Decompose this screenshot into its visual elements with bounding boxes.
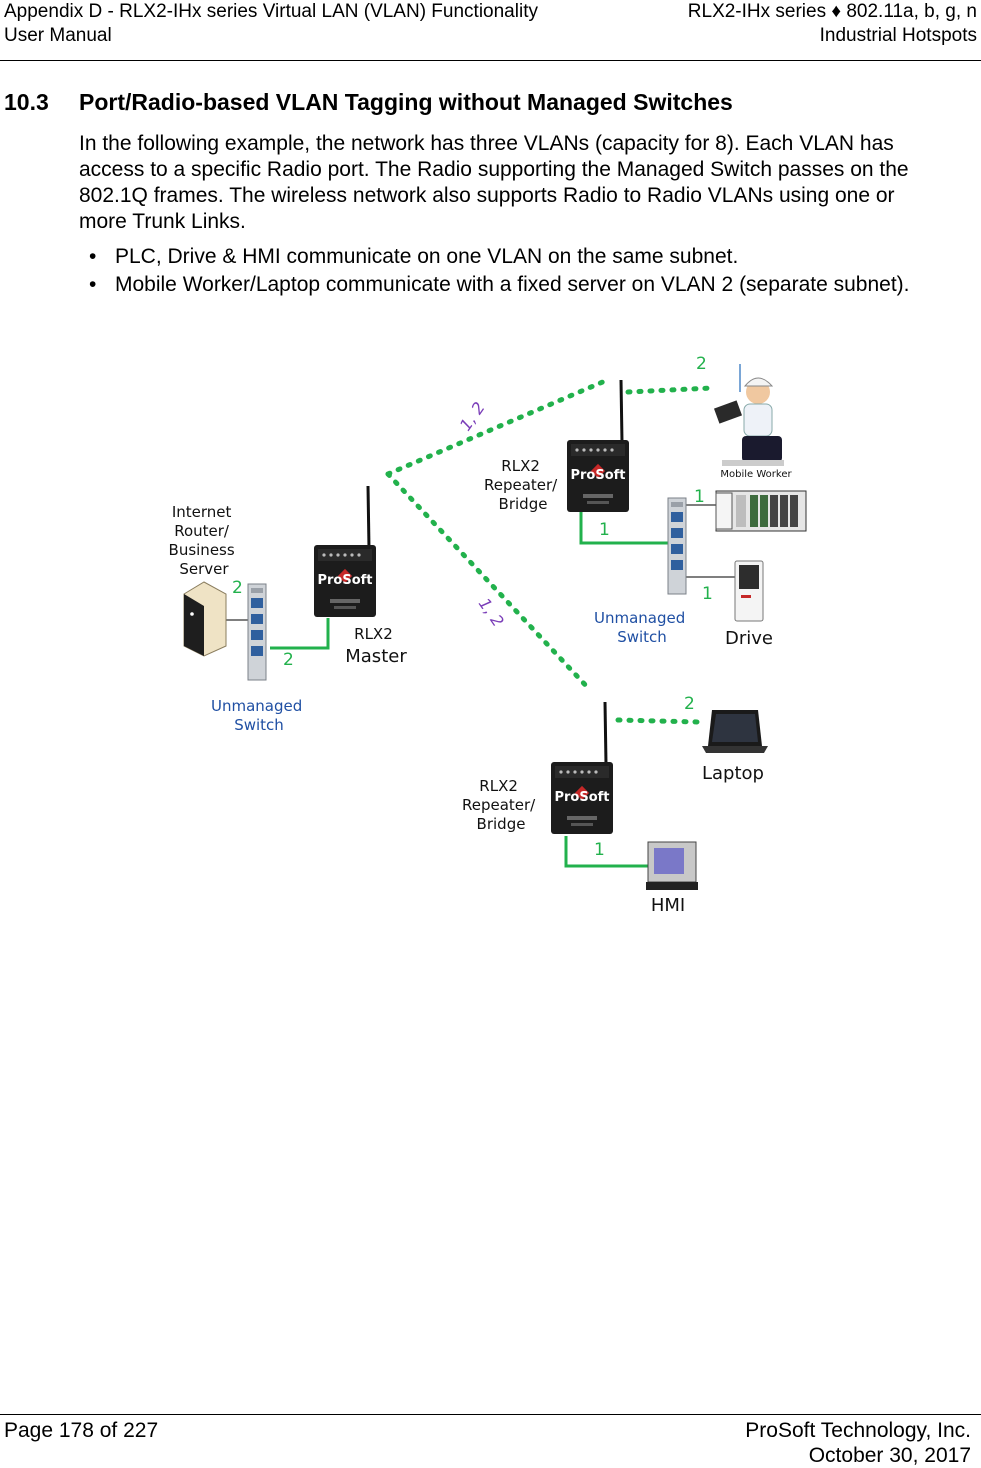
drive-label: Drive	[725, 628, 773, 649]
bullet-text: PLC, Drive & HMI communicate on one VLAN…	[115, 245, 739, 268]
port-label-mobile: 2	[696, 354, 707, 374]
port-label-laptop: 2	[684, 694, 695, 714]
footer-page-number: Page 178 of 227	[4, 1419, 159, 1442]
header-doc-type: User Manual	[4, 25, 112, 46]
port-label-repeater-top: 1	[599, 520, 610, 540]
header-product: RLX2-IHx series ♦ 802.11a, b, g, n	[687, 1, 977, 22]
laptop-label: Laptop	[702, 763, 764, 784]
svg-text:ProSoft: ProSoft	[317, 573, 372, 588]
switch-right-label: Unmanaged Switch	[594, 609, 690, 646]
switch-left-label: Unmanaged Switch	[211, 697, 307, 734]
repeater-top-label: RLX2 Repeater/ Bridge	[484, 457, 562, 513]
server-icon	[183, 581, 227, 657]
section-title: Port/Radio-based VLAN Tagging without Ma…	[79, 89, 733, 115]
wired-link-repeater-bottom-hmi	[564, 836, 648, 868]
bullet-dot: •	[89, 245, 97, 268]
section-number: 10.3	[4, 89, 49, 115]
footer-divider	[0, 1414, 981, 1415]
port-label-hmi: 1	[594, 840, 605, 860]
port-label-server: 2	[232, 578, 243, 598]
wired-link-left-switch-master	[270, 618, 330, 650]
port-label-plc: 1	[694, 487, 705, 507]
footer-date: October 30, 2017	[808, 1444, 971, 1467]
svg-text:ProSoft: ProSoft	[570, 468, 625, 483]
server-label: Internet Router/ Business Server	[169, 503, 240, 578]
intro-paragraph: In the following example, the network ha…	[79, 132, 909, 233]
svg-text:ProSoft: ProSoft	[554, 790, 609, 805]
header-divider	[0, 60, 981, 61]
trunk-bottom-label: 1, 2	[475, 594, 508, 630]
port-label-master: 2	[283, 650, 294, 670]
mobile-worker-icon	[713, 364, 784, 466]
master-label: RLX2 Master	[345, 624, 407, 667]
repeater-bottom-label: RLX2 Repeater/ Bridge	[462, 777, 540, 833]
hmi-label: HMI	[651, 895, 685, 916]
drive-icon	[734, 560, 764, 622]
vlan-network-diagram: 1, 2 1, 2 Internet Router/ Business Serv…	[169, 354, 807, 916]
port-label-drive: 1	[702, 584, 713, 604]
wired-link-repeater-top-switch	[579, 512, 668, 545]
mobile-worker-label: Mobile Worker	[720, 469, 792, 480]
wireless-link-laptop	[615, 717, 701, 725]
header-product-line: Industrial Hotspots	[819, 25, 977, 46]
rlx2-repeater-top-icon: ProSoft	[567, 379, 629, 512]
wireless-link-mobile	[625, 385, 715, 395]
hmi-icon	[646, 841, 698, 890]
bullet-dot: •	[89, 273, 97, 296]
header-doc-title: Appendix D - RLX2-IHx series Virtual LAN…	[4, 1, 538, 22]
unmanaged-switch-left-icon	[247, 583, 267, 681]
rlx2-repeater-bottom-icon: ProSoft	[551, 701, 613, 834]
trunk-top-label: 1, 2	[456, 398, 489, 434]
trunk-link-bottom	[385, 471, 593, 693]
laptop-icon	[702, 710, 768, 753]
trunk-link-top	[385, 378, 608, 477]
rlx2-master-radio-icon: ProSoft	[314, 485, 376, 617]
footer-company: ProSoft Technology, Inc.	[745, 1419, 971, 1442]
plc-icon	[715, 490, 807, 532]
bullet-text: Mobile Worker/Laptop communicate with a …	[115, 273, 910, 296]
unmanaged-switch-right-icon	[667, 497, 687, 595]
